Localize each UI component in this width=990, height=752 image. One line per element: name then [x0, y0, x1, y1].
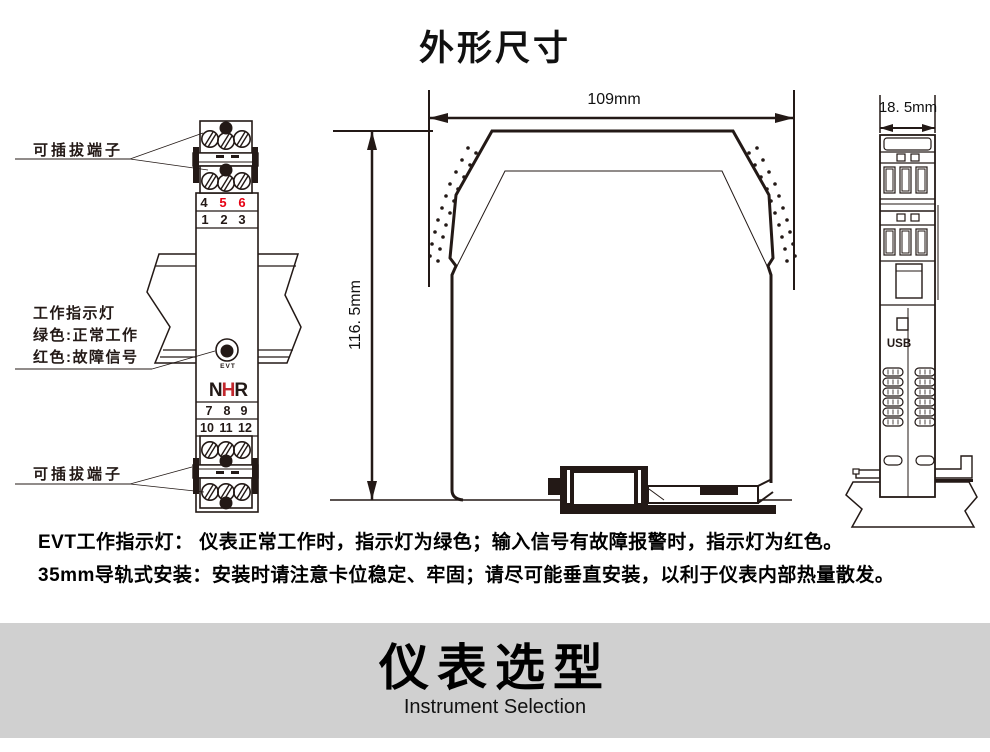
nhr-logo: NHR [209, 380, 248, 401]
svg-text:工作指示灯: 工作指示灯 [33, 304, 116, 322]
evt-label: EVT [220, 363, 236, 370]
terminal-number-12: 12 [238, 421, 252, 435]
locking-screw [219, 163, 233, 177]
width-dimension-label: 109mm [587, 91, 640, 108]
svg-text:可插拔端子: 可插拔端子 [33, 465, 123, 483]
top-cap [883, 137, 932, 151]
din-rail [146, 253, 302, 364]
terminal-number-3: 3 [238, 212, 245, 227]
terminal-number-1: 1 [201, 212, 208, 227]
slot-oval [915, 455, 935, 466]
terminal-number-10: 10 [200, 421, 214, 435]
terminal-block-bottom [192, 435, 259, 510]
label-pluggable-terminal-bottom: 可插拔端子 [15, 465, 205, 493]
end-view: 18. 5mm [845, 95, 978, 528]
terminal-number-4: 4 [200, 195, 208, 210]
din-clip [548, 466, 776, 514]
label-indicator-light: 工作指示灯 绿色:正常工作 红色:故障信号 [15, 304, 216, 370]
banner-subtitle: Instrument Selection [403, 696, 587, 719]
svg-text:红色:故障信号: 红色:故障信号 [33, 348, 139, 366]
clip-tab [895, 263, 923, 299]
led-indicator [215, 338, 239, 362]
screw-terminals-top [201, 130, 252, 193]
terminal-number-5: 5 [219, 195, 226, 210]
screw-terminals-bottom [201, 440, 252, 501]
vent-dots-right [747, 146, 797, 263]
terminal-number-8: 8 [224, 404, 231, 418]
terminal-block-top [192, 120, 259, 194]
housing-outline [448, 129, 775, 502]
page-title: 外形尺寸 [418, 29, 571, 68]
height-dimension-label: 116. 5mm [347, 280, 364, 350]
svg-text:绿色:正常工作: 绿色:正常工作 [33, 326, 139, 344]
height-dimension: 116. 5mm [330, 130, 792, 501]
vent-dots-left [428, 146, 478, 263]
end-width-dimension-label: 18. 5mm [879, 99, 937, 116]
mounting-panel [845, 481, 978, 528]
terminal-number-9: 9 [241, 404, 248, 418]
usb-label: USB [887, 338, 911, 350]
side-view: 109mm 116. 5mm [330, 90, 797, 514]
locking-screw [219, 496, 233, 510]
end-width-dimension: 18. 5mm [879, 95, 937, 133]
svg-text:可插拔端子: 可插拔端子 [33, 141, 123, 159]
note-evt: EVT工作指示灯： 仪表正常工作时，指示灯为绿色；输入信号有故障报警时，指示灯为… [38, 532, 843, 553]
terminal-number-7: 7 [206, 404, 213, 418]
locking-screw [219, 121, 233, 135]
wire-entries-bottom [883, 228, 928, 256]
wire-entries-top [883, 166, 928, 194]
note-mounting: 35mm导轨式安装：安装时请注意卡位稳定、牢固；请尽可能垂直安装，以利于仪表内部… [38, 565, 895, 586]
terminal-number-2: 2 [220, 212, 227, 227]
section-banner: 仪表选型 Instrument Selection [0, 623, 990, 738]
banner-title: 仪表选型 [379, 639, 611, 696]
width-dimension: 109mm [428, 90, 795, 290]
dimension-diagram: 4 5 6 1 2 3 EVT NHR 7 8 9 1 [15, 90, 978, 528]
terminal-number-11: 11 [219, 421, 232, 435]
vent-slots [882, 367, 936, 427]
label-pluggable-terminal-top: 可插拔端子 [15, 132, 209, 171]
slot-oval [883, 455, 903, 466]
terminal-number-6: 6 [238, 195, 245, 210]
housing-inner-line [455, 170, 769, 269]
terminal-numbers-top: 4 5 6 1 2 3 [196, 195, 258, 229]
locking-screw [219, 454, 233, 468]
front-view: 4 5 6 1 2 3 EVT NHR 7 8 9 1 [15, 120, 302, 513]
